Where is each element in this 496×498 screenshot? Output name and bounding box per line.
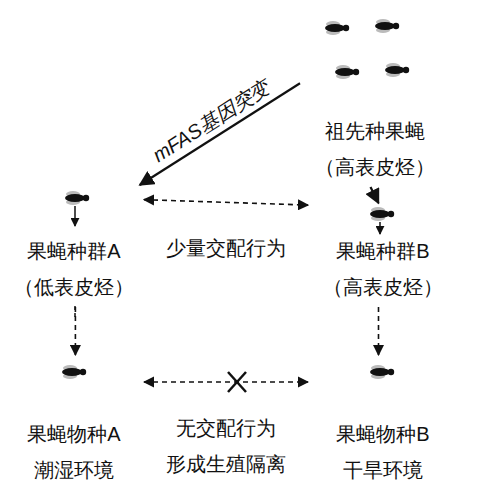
edge-label: 少量交配行为 (151, 230, 301, 266)
connector (378, 307, 380, 355)
connector (144, 381, 308, 383)
ancestor-flies (325, 19, 409, 79)
fly-species-b (370, 365, 394, 379)
connector (371, 187, 379, 203)
inner-arrows (75, 206, 380, 318)
connector (75, 307, 77, 355)
fly-b (370, 207, 394, 221)
node-title: 果蝇种群A (27, 233, 120, 269)
node-note: （高表皮烃） (315, 149, 435, 185)
node-title: 果蝇物种B (336, 416, 429, 452)
node-note: （低表皮烃） (14, 269, 134, 305)
node-note: （高表皮烃） (323, 269, 443, 305)
node-group: 果蝇物种A潮湿环境 (4, 355, 144, 490)
node-group: 果蝇物种B干旱环境 (308, 355, 458, 490)
fly-species-a (62, 365, 86, 379)
fly-a (65, 191, 89, 205)
edge-label: 无交配行为 形成生殖隔离 (165, 410, 287, 482)
edge-label: mFAS基因突变 (145, 69, 277, 171)
node-group: 果蝇种群B（高表皮烃） (308, 203, 458, 307)
node-title: 果蝇物种A (27, 416, 120, 452)
node-group: 果蝇种群A（低表皮烃） (4, 185, 144, 307)
node-title: 祖先种果蝇 (325, 113, 425, 149)
node-note: 干旱环境 (343, 452, 423, 488)
node-note: 潮湿环境 (34, 452, 114, 488)
connector (144, 200, 308, 205)
node-group: 祖先种果蝇（高表皮烃） (300, 5, 450, 187)
node-title: 果蝇种群B (336, 233, 429, 269)
